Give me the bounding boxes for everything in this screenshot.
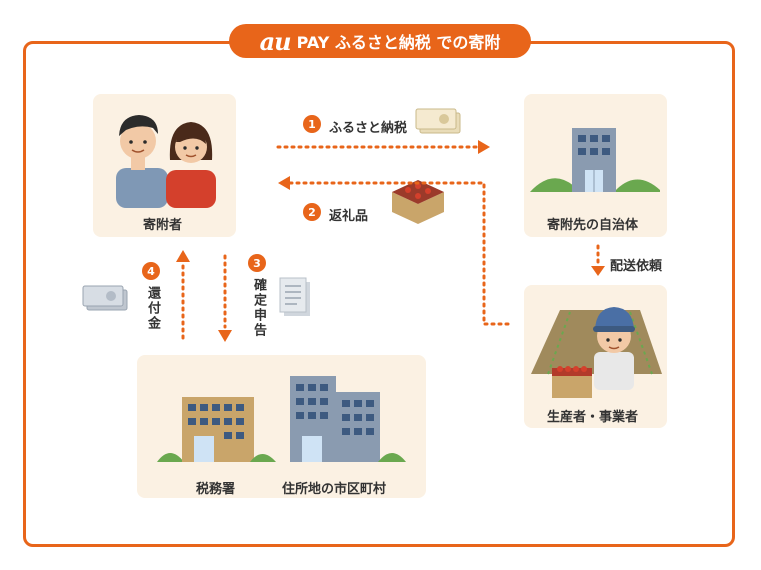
step-4-badge: 4: [142, 262, 160, 280]
step-2-badge: 2: [303, 203, 321, 221]
local-government-label: 住所地の市区町村: [282, 482, 387, 497]
box-icon: [392, 180, 444, 224]
local-government-building-icon: [290, 376, 406, 462]
refund-money-icon: [82, 285, 128, 311]
tax-office-label: 税務署: [196, 482, 236, 497]
arrowhead-right: [478, 140, 490, 154]
municipality-label: 寄附先の自治体: [547, 218, 639, 233]
title-text: PAY ふるさと納税 での寄附: [296, 33, 501, 52]
step-2-label: 返礼品: [329, 209, 369, 224]
producer-label: 生産者・事業者: [547, 410, 639, 425]
money-icon: [415, 108, 461, 134]
step-1-badge: 1: [303, 115, 321, 133]
arrow-return-gift: [286, 181, 510, 326]
people-icon: [116, 115, 216, 208]
arrowhead-down: [218, 330, 232, 342]
step-3-badge: 3: [248, 254, 266, 272]
arrowhead-delivery: [591, 266, 605, 276]
municipality-building-icon: [530, 128, 660, 192]
arrowhead-left: [278, 176, 290, 190]
step-4-label: 還付金: [145, 286, 160, 331]
step-3-label: 確定申告: [251, 278, 266, 338]
delivery-request-label: 配送依頼: [610, 259, 663, 274]
arrowhead-up: [176, 250, 190, 262]
farmer-icon: [531, 307, 662, 398]
donor-panel: [93, 94, 236, 237]
document-icon: [279, 277, 310, 316]
tax-office-building-icon: [157, 397, 276, 462]
step-1-label: ふるさと納税: [329, 121, 408, 136]
title-banner: au PAY ふるさと納税 での寄附: [229, 24, 531, 58]
brand-logo: au: [259, 26, 292, 56]
donor-label: 寄附者: [143, 218, 183, 233]
